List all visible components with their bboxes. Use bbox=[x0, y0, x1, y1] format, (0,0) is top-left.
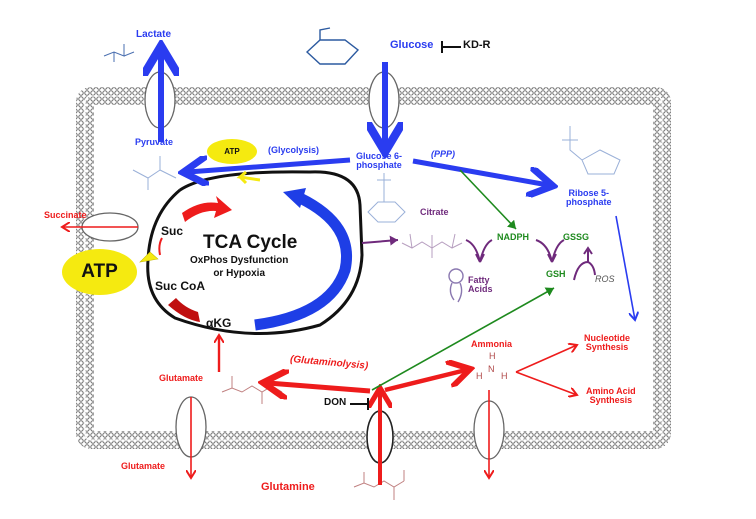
lactate-structure bbox=[103, 44, 135, 62]
citrate-structure bbox=[401, 233, 463, 258]
ppp-arrow bbox=[412, 158, 548, 185]
akg-label: αKG bbox=[206, 316, 232, 330]
glycolysis-arrows bbox=[161, 52, 635, 331]
glycolysis-process-label: (Glycolysis) bbox=[268, 145, 320, 155]
g6p-label-line1: Glucose 6- bbox=[356, 151, 403, 161]
cell-membrane bbox=[76, 87, 671, 449]
ppp-to-nadph-arrow bbox=[459, 169, 517, 230]
lactate-label: Lactate bbox=[136, 29, 172, 40]
nucleotide-line1: Nucleotide bbox=[584, 333, 631, 343]
gssg-label: GSSG bbox=[563, 232, 590, 242]
nucleotide-synthesis-label: Nucleotide Synthesis bbox=[584, 333, 631, 353]
suc-label: Suc bbox=[161, 224, 184, 238]
tca-subtitle: OxPhos Dysfunction or Hypoxia bbox=[190, 255, 289, 279]
r5p-structure bbox=[562, 126, 621, 175]
amino-acid-synthesis-label: Amino Acid Synthesis bbox=[586, 386, 636, 406]
glutamine-label: Glutamine bbox=[261, 481, 315, 493]
succoa-label: Suc CoA bbox=[155, 279, 206, 293]
succinate-label: Succinate bbox=[44, 210, 87, 220]
glutamate-out-label: Glutamate bbox=[121, 461, 166, 471]
ammonia-atom-h-left: H bbox=[476, 371, 483, 381]
ammonia-atom-h-top: H bbox=[489, 351, 496, 361]
ros-label: ROS bbox=[595, 274, 615, 284]
r5p-to-nucleotide-arrow bbox=[615, 215, 635, 320]
ammonia-atom-n: N bbox=[488, 364, 495, 374]
nucleotide-line2: Synthesis bbox=[585, 342, 629, 353]
glycolysis-arrow bbox=[188, 160, 351, 172]
citrate-to-fatty-acid-arrow bbox=[465, 239, 493, 263]
suc-to-citrate-arrow bbox=[182, 196, 232, 222]
atp-large-label: ATP bbox=[81, 261, 118, 282]
ammonia-to-nucleotide-arrow bbox=[515, 345, 577, 373]
citrate-label: Citrate bbox=[420, 207, 449, 217]
glutamate-in-label: Glutamate bbox=[159, 373, 204, 383]
succoa-arc bbox=[158, 237, 163, 256]
atp-yield-arrow-large bbox=[139, 251, 159, 263]
gsh-label: GSH bbox=[546, 269, 566, 279]
don-label: DON bbox=[324, 397, 347, 408]
glutaminolysis-to-glutamate-arrow bbox=[268, 383, 371, 391]
ammonia-atom-h-right: H bbox=[501, 371, 508, 381]
amino-line2: Synthesis bbox=[589, 395, 633, 406]
ppp-label: (PPP) bbox=[431, 149, 456, 159]
tca-title: TCA Cycle bbox=[203, 232, 298, 253]
don-inhibitor-icon bbox=[350, 398, 369, 410]
atp-yield-arrow-small bbox=[236, 170, 261, 185]
r5p-label-line2: phosphate bbox=[566, 197, 612, 208]
glutaminolysis-to-gsh-arrow bbox=[371, 287, 555, 391]
pyruvate-label: Pyruvate bbox=[135, 137, 174, 147]
akg-to-succoa-arrow bbox=[168, 298, 200, 322]
fatty-acids-line2: Acids bbox=[468, 284, 493, 295]
atp-large-badge: ATP bbox=[62, 249, 137, 295]
glucose-structure bbox=[305, 27, 360, 65]
tca-to-citrate-arrow bbox=[361, 235, 399, 246]
glutaminolysis-to-ammonia-arrow bbox=[384, 370, 466, 393]
kdr-label: KD-R bbox=[463, 39, 491, 51]
amino-line1: Amino Acid bbox=[586, 386, 636, 396]
ammonia-to-amino-acid-arrow bbox=[515, 371, 577, 395]
fatty-acid-icon bbox=[448, 268, 464, 303]
glucose-label: Glucose bbox=[390, 39, 434, 51]
tca-subtitle-line2: or Hypoxia bbox=[213, 267, 266, 279]
fatty-acids-label: Fatty Acids bbox=[468, 275, 493, 295]
tca-subtitle-line1: OxPhos Dysfunction bbox=[190, 255, 289, 266]
nadph-label: NADPH bbox=[497, 232, 530, 242]
nadph-to-gsh-arrow bbox=[535, 239, 565, 263]
r5p-label-line1: Ribose 5- bbox=[568, 188, 610, 198]
glutamate-structure bbox=[221, 376, 283, 404]
ros-to-gssg-arrow bbox=[573, 246, 596, 281]
pyruvate-structure bbox=[132, 156, 177, 190]
atp-small-badge: ATP bbox=[207, 139, 257, 164]
r5p-label: Ribose 5- phosphate bbox=[566, 188, 612, 208]
atp-small-label: ATP bbox=[224, 147, 240, 156]
ammonia-label: Ammonia bbox=[471, 339, 513, 349]
akg-to-citrate-arrow bbox=[254, 193, 352, 331]
fatty-acids-line1: Fatty bbox=[468, 275, 490, 285]
g6p-label-line2: phosphate bbox=[356, 160, 402, 171]
transporters bbox=[81, 71, 505, 464]
kdr-inhibitor-icon bbox=[441, 41, 461, 53]
g6p-label: Glucose 6- phosphate bbox=[356, 151, 403, 171]
g6p-structure bbox=[367, 173, 406, 223]
